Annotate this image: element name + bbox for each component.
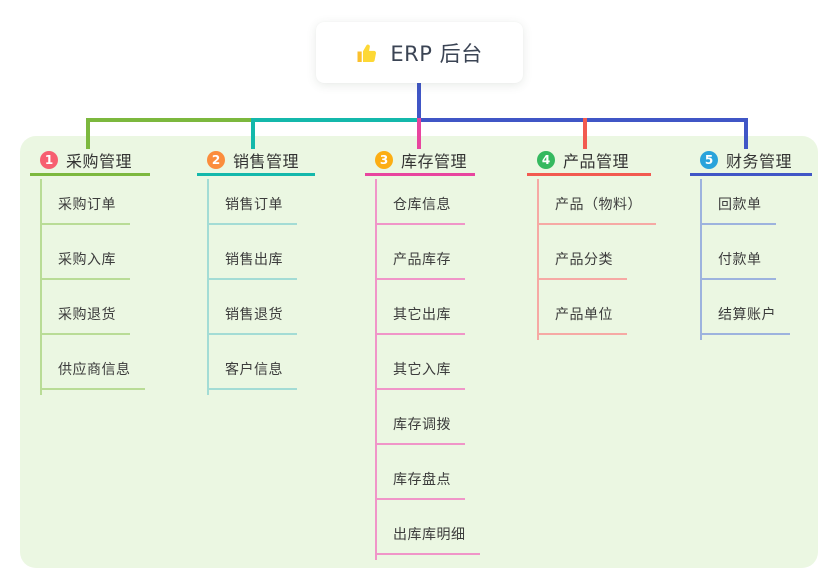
list-item: 供应商信息 [40,335,150,390]
sub-item-label[interactable]: 出库库明细 [375,524,480,555]
list-item: 产品单位 [537,280,656,335]
sub-item-label[interactable]: 付款单 [700,249,776,280]
branch-title: 销售管理 [233,151,300,171]
list-item: 出库库明细 [375,500,480,555]
list-item: 产品（物料） [537,170,656,225]
branch-title: 财务管理 [726,151,793,171]
riser-line-purchase [86,118,90,149]
branch-title: 产品管理 [563,151,630,171]
list-item: 付款单 [700,225,812,280]
list-item: 销售订单 [207,170,315,225]
root-node-title: ERP 后台 [390,41,483,66]
list-item: 仓库信息 [375,170,480,225]
bus-line-sales [252,118,419,122]
list-item: 结算账户 [700,280,812,335]
branch-product: 4 产品管理 产品（物料） 产品分类 产品单位 [527,146,656,340]
sub-item-label[interactable]: 采购退货 [40,304,130,335]
sub-item-label[interactable]: 仓库信息 [375,194,465,225]
list-item: 库存盘点 [375,445,480,500]
branch-sales: 2 销售管理 销售订单 销售出库 销售退货 客户信息 [197,146,315,395]
branch-number-badge: 2 [207,150,225,169]
thumbs-up-icon [357,44,377,62]
riser-line-inventory [417,118,421,149]
root-node[interactable]: ERP 后台 [316,22,523,83]
root-connector-line [417,82,421,120]
list-item: 销售出库 [207,225,315,280]
mindmap-background-panel [20,136,818,568]
sub-item-label[interactable]: 客户信息 [207,359,297,390]
sub-item-label[interactable]: 产品单位 [537,304,627,335]
riser-line-sales [251,118,255,149]
sub-item-label[interactable]: 结算账户 [700,304,790,335]
branch-title: 采购管理 [66,151,133,171]
branch-item-list: 仓库信息 产品库存 其它出库 其它入库 库存调拨 库存盘点 出库库明细 [375,170,480,555]
branch-header-purchase[interactable]: 1 采购管理 [30,146,150,176]
list-item: 采购退货 [40,280,150,335]
list-item: 产品库存 [375,225,480,280]
branch-inventory: 3 库存管理 仓库信息 产品库存 其它出库 其它入库 库存调拨 库存盘点 出库库… [365,146,480,560]
branch-item-list: 产品（物料） 产品分类 产品单位 [537,170,656,335]
branch-header-finance[interactable]: 5 财务管理 [690,146,812,176]
list-item: 其它出库 [375,280,480,335]
branch-number-badge: 5 [700,150,718,169]
branch-trunk-line [375,179,377,560]
branch-number-badge: 3 [375,150,393,169]
list-item: 其它入库 [375,335,480,390]
sub-item-label[interactable]: 回款单 [700,194,776,225]
list-item: 采购入库 [40,225,150,280]
sub-item-label[interactable]: 其它入库 [375,359,465,390]
sub-item-label[interactable]: 销售订单 [207,194,297,225]
list-item: 回款单 [700,170,812,225]
branch-trunk-line [40,179,42,395]
sub-item-label[interactable]: 采购订单 [40,194,130,225]
branch-trunk-line [207,179,209,395]
sub-item-label[interactable]: 销售退货 [207,304,297,335]
sub-item-label[interactable]: 采购入库 [40,249,130,280]
branch-number-badge: 1 [40,150,58,169]
branch-item-list: 销售订单 销售出库 销售退货 客户信息 [207,170,315,390]
sub-item-label[interactable]: 产品分类 [537,249,627,280]
list-item: 产品分类 [537,225,656,280]
riser-line-finance [744,118,748,149]
branch-header-product[interactable]: 4 产品管理 [527,146,651,176]
branch-header-inventory[interactable]: 3 库存管理 [365,146,475,176]
branch-purchase: 1 采购管理 采购订单 采购入库 采购退货 供应商信息 [30,146,150,395]
sub-item-label[interactable]: 产品（物料） [537,194,656,225]
bus-line-purchase [86,118,254,122]
list-item: 销售退货 [207,280,315,335]
list-item: 库存调拨 [375,390,480,445]
branch-number-badge: 4 [537,150,555,169]
branch-trunk-line [537,179,539,340]
bus-line-finance [417,118,748,122]
list-item: 采购订单 [40,170,150,225]
branch-title: 库存管理 [401,151,468,171]
sub-item-label[interactable]: 库存盘点 [375,469,465,500]
branch-trunk-line [700,179,702,340]
sub-item-label[interactable]: 产品库存 [375,249,465,280]
list-item: 客户信息 [207,335,315,390]
sub-item-label[interactable]: 销售出库 [207,249,297,280]
branch-item-list: 回款单 付款单 结算账户 [700,170,812,335]
sub-item-label[interactable]: 库存调拨 [375,414,465,445]
branch-finance: 5 财务管理 回款单 付款单 结算账户 [690,146,812,340]
riser-line-product [583,118,587,149]
sub-item-label[interactable]: 其它出库 [375,304,465,335]
sub-item-label[interactable]: 供应商信息 [40,359,145,390]
branch-item-list: 采购订单 采购入库 采购退货 供应商信息 [40,170,150,390]
branch-header-sales[interactable]: 2 销售管理 [197,146,315,176]
